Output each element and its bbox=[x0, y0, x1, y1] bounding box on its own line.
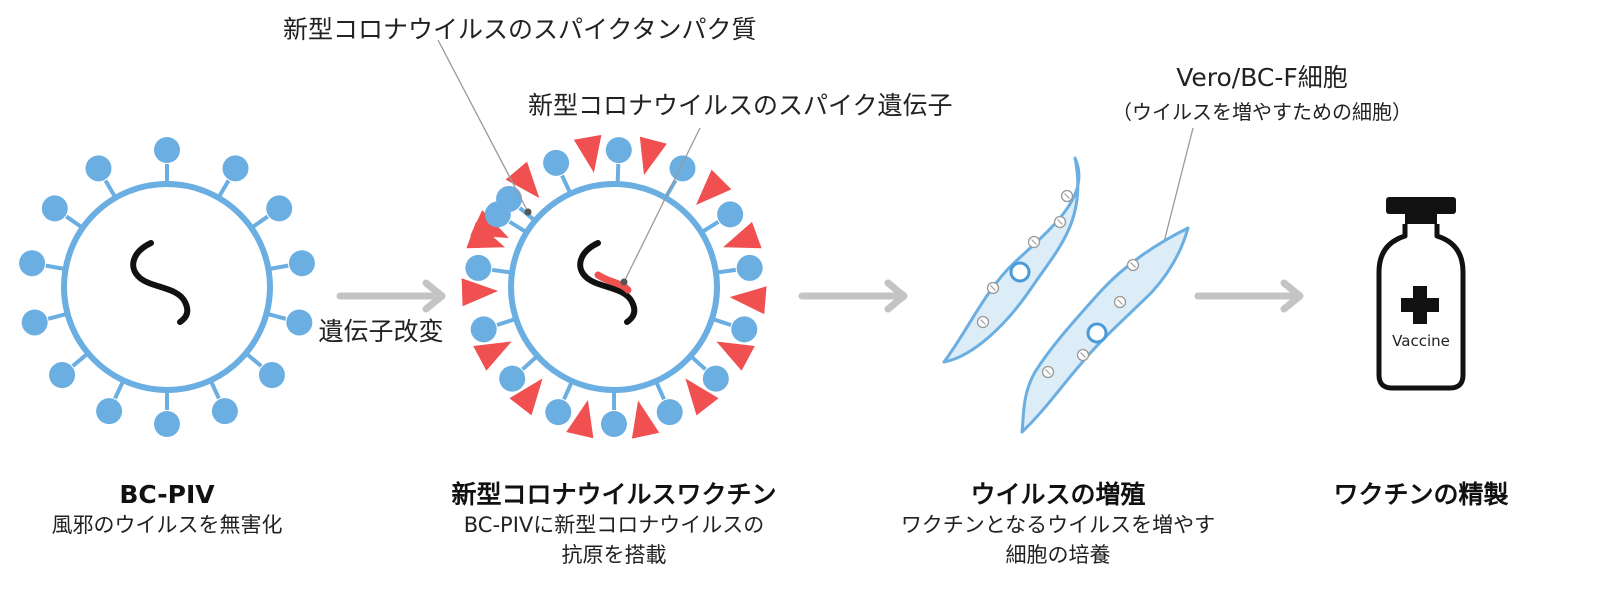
arrow-icon bbox=[1194, 279, 1304, 313]
vaccine-bottle-icon bbox=[1376, 197, 1466, 391]
vaccine-label: Vaccine bbox=[1392, 332, 1450, 350]
cross-icon bbox=[1401, 286, 1439, 324]
leader-dot bbox=[620, 278, 628, 286]
leader-dot bbox=[524, 208, 532, 216]
step-title-bc-piv: BC-PIV bbox=[119, 480, 215, 509]
leader-line bbox=[1161, 127, 1194, 251]
leader-line bbox=[623, 127, 701, 283]
cell-vesicles bbox=[976, 189, 1140, 379]
cell-icon bbox=[1020, 226, 1190, 434]
arrow-icon bbox=[798, 279, 908, 313]
step-desc-line: 抗原を搭載 bbox=[562, 543, 667, 567]
spike-protein-label: 新型コロナウイルスのスパイクタンパク質 bbox=[283, 15, 757, 44]
step-desc-line: 風邪のウイルスを無害化 bbox=[52, 513, 283, 537]
step-desc-line: ワクチンとなるウイルスを増やす bbox=[901, 513, 1215, 537]
virus-icon bbox=[465, 137, 763, 437]
gene-modification-label: 遺伝子改変 bbox=[318, 317, 443, 346]
spike-triangle-icon bbox=[461, 134, 767, 439]
cell-name-label: Vero/BC-F細胞 bbox=[1176, 63, 1348, 92]
step-title-vaccine: 新型コロナウイルスワクチン bbox=[451, 480, 776, 509]
arrow-icon bbox=[336, 279, 446, 313]
step-desc-line: BC-PIVに新型コロナウイルスの bbox=[464, 513, 765, 537]
spike-gene-label: 新型コロナウイルスのスパイク遺伝子 bbox=[528, 91, 953, 120]
virus-icon bbox=[19, 137, 315, 437]
leader-line bbox=[437, 39, 529, 213]
step-title-purification: ワクチンの精製 bbox=[1333, 480, 1508, 509]
cell-icon bbox=[942, 156, 1081, 364]
cell-desc-label: （ウイルスを増やすための細胞） bbox=[1112, 100, 1412, 124]
step-desc-line: 細胞の培養 bbox=[1006, 543, 1111, 567]
step-title-virus-growth: ウイルスの増殖 bbox=[970, 480, 1145, 509]
